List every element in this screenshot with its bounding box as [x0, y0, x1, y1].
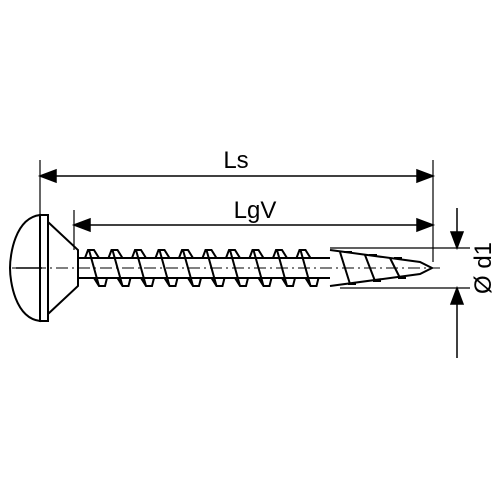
- lgv-dimension-line: [71, 217, 436, 233]
- ls-label: Ls: [223, 147, 248, 174]
- thread-tooth: [154, 249, 179, 287]
- d1-label: Ø d1: [470, 242, 497, 294]
- ls-dimension-line: [37, 168, 436, 184]
- thread-tooth: [131, 249, 155, 287]
- extension-lines: [39, 160, 470, 289]
- lgv-label: LgV: [234, 197, 277, 224]
- d1-dimension-line: [449, 208, 465, 358]
